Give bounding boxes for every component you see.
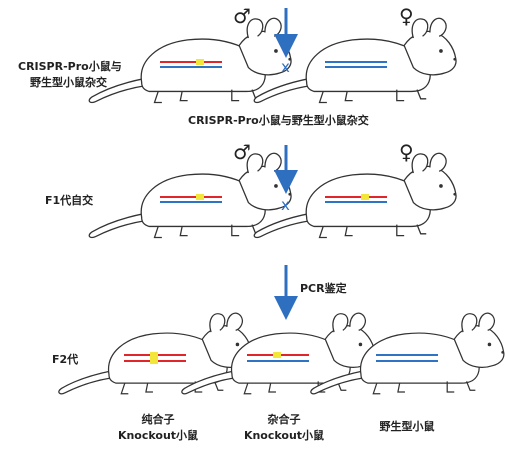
genotype-wildtype-line1: 野生型小鼠 — [379, 420, 435, 433]
genotype-heterozygous-line1: 杂合子 — [267, 413, 301, 426]
pcr-label: PCR鉴定 — [300, 282, 347, 295]
genotype-homozygous: 纯合子 Knockout小鼠 — [108, 411, 208, 443]
mouse-female-f1 — [253, 152, 457, 239]
mouse-homozygous-ko — [58, 312, 253, 395]
genotype-homozygous-line1: 纯合子 — [141, 413, 175, 426]
male-symbol-1: ♂ — [233, 4, 251, 28]
row1-caption: CRISPR-Pro小鼠与野生型小鼠杂交 — [188, 114, 369, 127]
row4-label: F2代 — [52, 353, 79, 366]
knockout-mark — [273, 352, 281, 358]
mouse-heterozygous-ko — [181, 312, 376, 395]
knockout-mark — [361, 194, 369, 200]
female-symbol-1: ♀ — [399, 4, 414, 28]
cross-mark-2: x — [281, 196, 290, 214]
knockout-mark — [196, 59, 204, 65]
mouse-male-f1 — [88, 152, 292, 239]
cross-mark-1: x — [281, 58, 290, 76]
genotype-homozygous-line2: Knockout小鼠 — [117, 429, 199, 442]
mouse-male-crispr-p1 — [88, 17, 292, 104]
knockout-mark — [150, 358, 158, 364]
male-symbol-2: ♂ — [233, 140, 251, 164]
knockout-mark — [150, 352, 158, 358]
genotype-heterozygous: 杂合子 Knockout小鼠 — [234, 411, 334, 443]
row1-label-line2: 野生型小鼠杂交 — [30, 76, 107, 89]
genotype-wildtype: 野生型小鼠 — [357, 418, 457, 434]
row1-label-line1: CRISPR-Pro小鼠与 — [18, 60, 122, 73]
knockout-mark — [196, 194, 204, 200]
female-symbol-2: ♀ — [399, 140, 414, 164]
mouse-female-wt-p1 — [253, 17, 457, 104]
mouse-wildtype — [310, 312, 505, 395]
genotype-heterozygous-line2: Knockout小鼠 — [243, 429, 325, 442]
row2-label: F1代自交 — [45, 194, 94, 207]
